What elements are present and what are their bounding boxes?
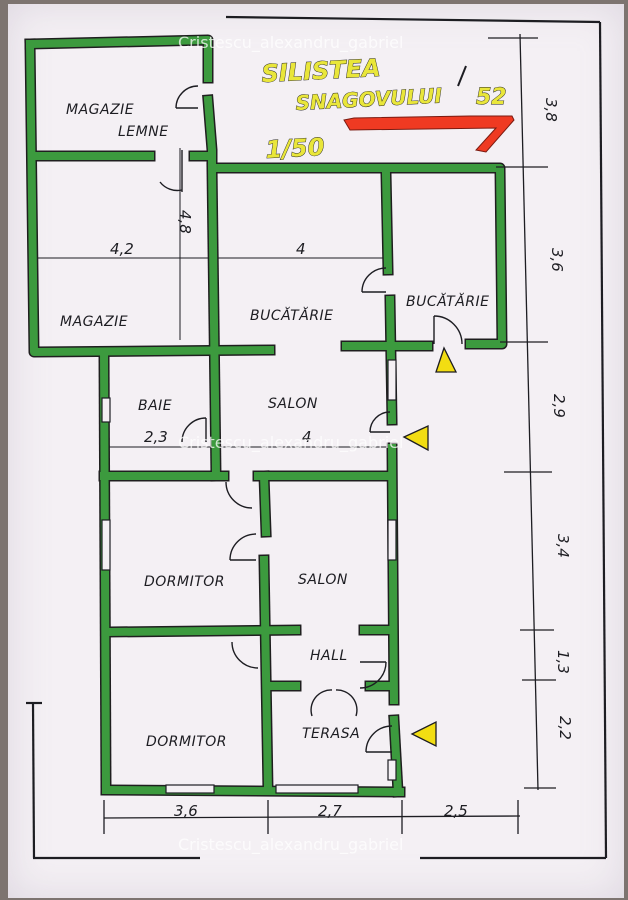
doors [159,85,463,753]
room-label-magazie-lemne: MAGAZIE [66,102,134,118]
entrance-markers [402,346,458,748]
page-frame [26,15,608,860]
walls [24,34,508,798]
dim-right-5: 1,3 [554,650,572,674]
entrance-marker [435,346,458,373]
windows [101,359,397,794]
wall [259,555,273,795]
dim-right-2: 3,6 [548,248,566,272]
room-label-hall: HALL [310,648,348,664]
entrance-marker [410,720,437,748]
wall [203,95,216,164]
room-label-baie: BAIE [138,398,172,414]
dim-right-6: 2,2 [556,716,574,740]
title-line-2: SNAGOVULUI [295,83,443,115]
wall [99,347,111,795]
room-label-terasa: TERASA [302,726,360,742]
watermark-bottom: Cristescu_alexandru_gabriel [178,835,403,855]
wall [387,443,399,705]
room-label-magazie: MAGAZIE [60,314,128,330]
room-label-bucatarie-2: BUCĂTĂRIE [406,293,490,310]
dim-height-4-8: 4,8 [176,210,194,234]
north-arrow [343,115,515,153]
dim-right-1: 3,8 [542,98,560,122]
wall [259,471,271,537]
watermark-middle: Cristescu_alexandru_gabriel [178,433,403,453]
title-line-1: SILISTEA [261,54,381,88]
room-label-salon-2: SALON [298,572,348,588]
right-dimensions: 3,8 3,6 2,9 3,4 1,3 2,2 [542,98,574,740]
dim-width-4-2: 4,2 [110,240,134,258]
dim-bottom-2: 2,7 [318,802,342,820]
title-slash [457,65,467,87]
right-dimension-line [488,33,556,791]
room-label-magazie-lemne-2: LEMNE [118,124,169,140]
wall-outline [24,38,276,358]
dim-width-4-mid: 4 [302,428,312,446]
dim-right-4: 3,4 [554,534,572,558]
dim-width-2-3: 2,3 [144,428,168,446]
scale-label: 1/50 [265,133,325,164]
wall [25,36,212,82]
title-number: 52 [476,85,507,110]
wall [381,169,393,275]
wall [25,39,275,356]
wall [207,163,221,481]
dim-width-4-top: 4 [296,240,306,258]
dim-bottom-1: 3,6 [174,802,198,820]
bottom-dimension-line [103,800,521,834]
room-label-salon-1: SALON [268,396,318,412]
room-label-dormitor-1: DORMITOR [144,574,225,590]
watermark-top: Cristescu_alexandru_gabriel [178,33,403,53]
room-label-bucatarie: BUCĂTĂRIE [250,307,334,324]
room-label-dormitor-2: DORMITOR [146,734,227,750]
dim-right-3: 2,9 [550,394,568,418]
wall [105,625,301,637]
entrance-marker [402,424,429,452]
dim-bottom-3: 2,5 [444,802,468,820]
wall [389,715,403,797]
